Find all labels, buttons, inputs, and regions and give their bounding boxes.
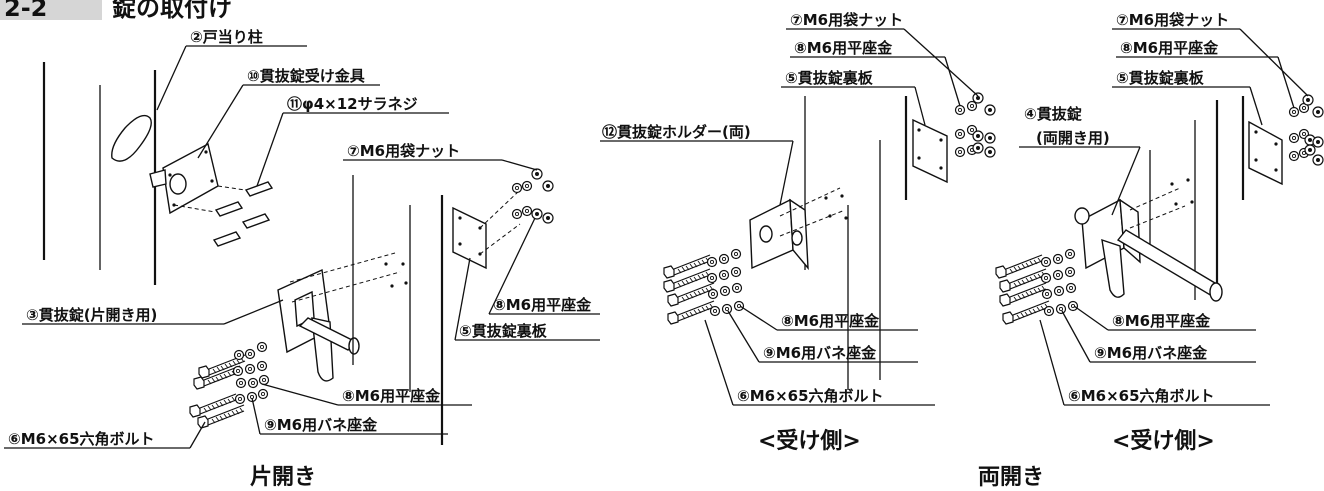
- post-slot: [111, 114, 152, 162]
- label-lock-line1: ④貫抜錠: [1024, 105, 1082, 123]
- label-spring-washer: ⑨M6用バネ座金: [1094, 344, 1208, 362]
- hex-bolts: [189, 354, 246, 429]
- label-cap-nut: ⑦M6用袋ナット: [347, 142, 460, 160]
- section-number: 2-2: [4, 0, 47, 22]
- receiving-side-holder-diagram: ⑦M6用袋ナット ⑧M6用平座金 ⑤貫抜錠裏板 ⑫貫抜錠ホルダー(両) ⑧M6用…: [600, 11, 996, 454]
- lock-bar: [1116, 229, 1222, 297]
- label-back-plate: ⑤貫抜錠裏板: [785, 69, 874, 87]
- holder-hole: [791, 230, 803, 246]
- label-holder: ⑫貫抜錠ホルダー(両): [602, 123, 751, 141]
- double-door-diagram: ⑦M6用袋ナット ⑧M6用平座金 ⑤貫抜錠裏板 ④貫抜錠 (両開き用) ⑧M6用…: [995, 11, 1324, 454]
- label-spring-washer: ⑨M6用バネ座金: [763, 344, 877, 362]
- caption-receiving-side: <受け側>: [1112, 428, 1215, 454]
- lock-bar-end: [348, 337, 360, 355]
- label-receiver: ⑩貫抜錠受け金具: [247, 67, 365, 85]
- label-cap-nut: ⑦M6用袋ナット: [790, 11, 903, 29]
- back-plate: [1248, 120, 1283, 186]
- caption-single-door: 片開き: [250, 465, 316, 490]
- label-pan-screw: ⑪φ4×12サラネジ: [287, 95, 418, 113]
- receiver-hole: [169, 173, 187, 195]
- label-flat-washer-top: ⑧M6用平座金: [794, 39, 893, 57]
- receiver-sleeve: [149, 169, 167, 188]
- label-lock: ③貫抜錠(片開き用): [26, 306, 157, 324]
- label-flat-washer: ⑧M6用平座金: [781, 312, 880, 330]
- label-back-plate: ⑤貫抜錠裏板: [459, 322, 548, 340]
- caption-receiving-side: <受け側>: [758, 428, 861, 454]
- lock-bar-end: [1074, 207, 1090, 225]
- label-flat-washer-top: ⑧M6用平座金: [1120, 39, 1219, 57]
- holder-hole: [759, 225, 773, 243]
- label-cap-nut: ⑦M6用袋ナット: [1116, 11, 1229, 29]
- label-flat-washer: ⑧M6用平座金: [342, 387, 441, 405]
- label-flat-washer-right: ⑧M6用平座金: [493, 296, 592, 314]
- label-flat-washer: ⑧M6用平座金: [1112, 312, 1211, 330]
- lock-side: [1119, 198, 1141, 264]
- label-back-plate: ⑤貫抜錠裏板: [1116, 69, 1205, 87]
- single-door-diagram: ②戸当り柱 ⑩貫抜錠受け金具 ⑪φ4×12サラネジ ⑦M6用袋ナット ⑧M6用平…: [4, 28, 600, 490]
- caption-double-door: 両開き: [978, 465, 1044, 490]
- section-header: 2-2 錠の取付け: [0, 0, 232, 22]
- hex-bolts: [995, 254, 1050, 325]
- label-bolt: ⑥M6×65六角ボルト: [737, 387, 884, 405]
- lock-handle: [1101, 238, 1125, 298]
- pan-screw: [212, 181, 274, 247]
- label-lock-line2: (両開き用): [1036, 129, 1110, 147]
- label-bolt: ⑥M6×65六角ボルト: [8, 430, 155, 448]
- label-bolt: ⑥M6×65六角ボルト: [1068, 387, 1215, 405]
- label-spring-washer: ⑨M6用バネ座金: [264, 416, 378, 434]
- back-plate: [912, 118, 948, 184]
- back-plate: [452, 206, 487, 270]
- lock-bar-end: [1209, 282, 1223, 302]
- section-title: 錠の取付け: [112, 0, 232, 22]
- hex-bolts: [663, 254, 715, 325]
- section-number-box: [0, 0, 102, 20]
- label-door-stop-post: ②戸当り柱: [190, 28, 263, 46]
